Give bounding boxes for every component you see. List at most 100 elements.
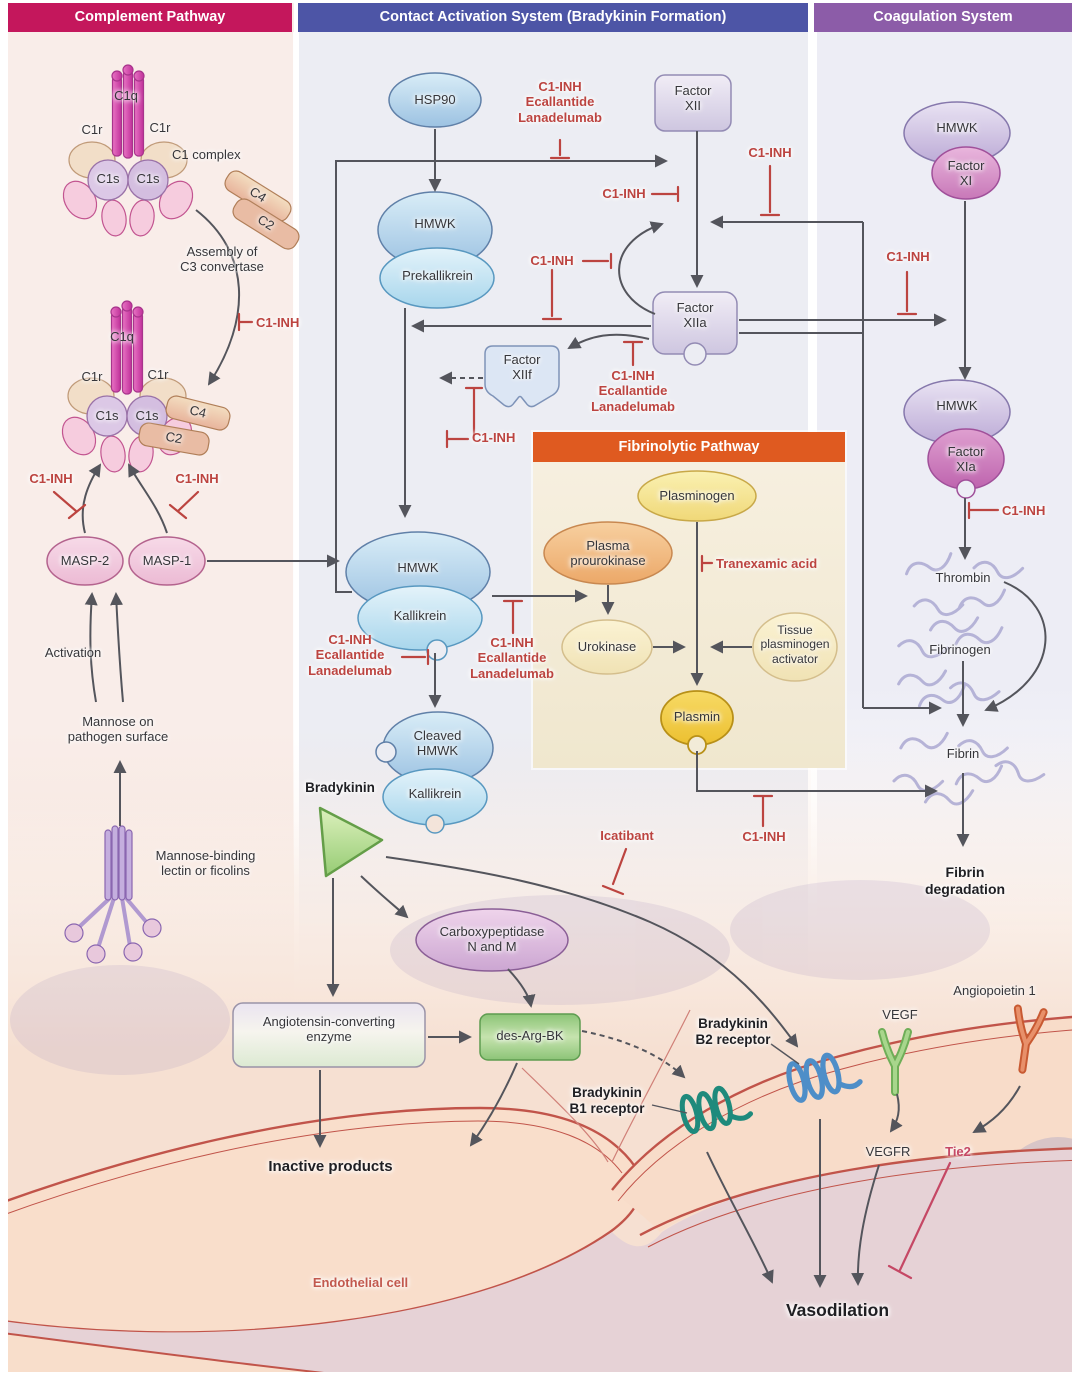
bradykinin-label: Bradykinin	[305, 780, 375, 795]
fibrin-degradation-label: Fibrin degradation	[924, 864, 1006, 897]
c1s-label: C1s	[95, 408, 119, 423]
c1q-label: C1q	[110, 329, 134, 344]
c4-c2-bars	[224, 170, 300, 250]
endothelial-cell-label: Endothelial cell	[312, 1275, 409, 1290]
hmwk-label: HMWK	[397, 560, 439, 575]
inhibitor-lines	[52, 138, 1000, 1280]
prekallikrein-node	[379, 247, 495, 309]
c1r-label: C1r	[81, 122, 103, 137]
c1inh-label: C1-INH	[742, 829, 786, 844]
hsp90-label: HSP90	[414, 92, 456, 107]
c4-c2-attached	[138, 395, 231, 456]
c1s-label: C1s	[96, 171, 120, 186]
vegf-label: VEGF	[882, 1007, 918, 1022]
factor-xi-node	[931, 146, 1001, 200]
plasminogen-label: Plasminogen	[659, 488, 735, 503]
thrombin-label: Thrombin	[935, 570, 991, 585]
factor-xiif-node	[484, 345, 560, 408]
column-separator	[293, 32, 299, 882]
hsp90-node	[388, 72, 482, 128]
tie2-label: Tie2	[945, 1144, 971, 1159]
c1inh-label: C1-INH	[256, 315, 300, 330]
bradykinin-node	[318, 806, 384, 878]
des-arg-bk-label: des-Arg-BK	[496, 1028, 564, 1043]
icatibant-label: Icatibant	[600, 828, 654, 843]
prourokinase-label: Plasma prourokinase	[570, 538, 646, 569]
c1r-label: C1r	[81, 369, 103, 384]
drug-stack-label: C1-INH Ecallantide Lanadelumab	[518, 79, 602, 125]
carboxypeptidase-label: Carboxypeptidase N and M	[439, 924, 545, 955]
header-contact-activation: Contact Activation System (Bradykinin Fo…	[298, 3, 808, 32]
header-complement-pathway: Complement Pathway	[8, 3, 292, 32]
prourokinase-node	[543, 521, 673, 585]
tpa-label: Tissue plasminogen activator	[760, 623, 830, 666]
b1-receptor-label: Bradykinin B1 receptor	[569, 1085, 645, 1116]
prekallikrein-label: Prekallikrein	[402, 268, 473, 283]
tpa-node	[752, 612, 838, 682]
c1inh-label: C1-INH	[748, 145, 792, 160]
c1r-label: C1r	[147, 367, 169, 382]
factor-xiif-label: Factor XIIf	[503, 352, 541, 383]
c1inh-label: C1-INH	[472, 430, 516, 445]
tranexamic-label: Tranexamic acid	[716, 556, 818, 571]
factor-xiia-label: Factor XIIa	[676, 300, 714, 331]
pathway-arrows	[81, 129, 1047, 1288]
fibrinogen-label: Fibrinogen	[929, 642, 991, 657]
plasminogen-node	[637, 470, 757, 522]
factor-xia-node	[927, 428, 1005, 499]
vasodilation-label: Vasodilation	[785, 1300, 890, 1320]
vegfr-label: VEGFR	[865, 1144, 911, 1159]
c1inh-label: C1-INH	[602, 186, 646, 201]
c1-complex-label: C1 complex	[172, 147, 241, 162]
masp1-node	[128, 536, 206, 586]
masp2-node	[46, 536, 124, 586]
c1s-label: C1s	[136, 171, 160, 186]
b2-receptor-label: Bradykinin B2 receptor	[695, 1016, 771, 1047]
plasmin-node	[660, 690, 734, 755]
activation-label: Activation	[44, 645, 102, 660]
plasmin-label: Plasmin	[673, 709, 721, 724]
ace-label: Angiotensin-converting enzyme	[262, 1014, 396, 1045]
drug-stack-label: C1-INH Ecallantide Lanadelumab	[470, 635, 554, 681]
factor-xi-label: Factor XI	[947, 158, 985, 189]
angiopoietin1-label: Angiopoietin 1	[953, 983, 1036, 998]
molecule-shapes	[46, 64, 1011, 1068]
inactive-products-label: Inactive products	[268, 1158, 393, 1175]
masp2-label: MASP-2	[60, 553, 110, 568]
header-coagulation: Coagulation System	[814, 3, 1072, 32]
fibrinolytic-pathway-title: Fibrinolytic Pathway	[533, 432, 845, 462]
drug-stack-label: C1-INH Ecallantide Lanadelumab	[308, 632, 392, 678]
c1inh-label: C1-INH	[530, 253, 574, 268]
hmwk-label: HMWK	[414, 216, 456, 231]
hmwk-label: HMWK	[936, 120, 978, 135]
ace-node	[232, 1002, 426, 1068]
kallikrein-label: Kallikrein	[408, 786, 462, 801]
c1inh-label: C1-INH	[29, 471, 73, 486]
masp1-label: MASP-1	[142, 553, 192, 568]
drug-stack-label: C1-INH Ecallantide Lanadelumab	[591, 368, 675, 414]
fibrin-label: Fibrin	[946, 746, 980, 761]
hmwk-label: HMWK	[936, 398, 978, 413]
c1q-label: C1q	[114, 88, 138, 103]
subendothelial-region	[0, 1148, 1080, 1380]
kallikrein-label: Kallikrein	[393, 608, 447, 623]
mannose-label: Mannose on pathogen surface	[67, 714, 169, 745]
lectin-label: Mannose-binding lectin or ficolins	[155, 848, 256, 879]
c1r-label: C1r	[149, 120, 171, 135]
factor-xia-label: Factor XIa	[947, 444, 985, 475]
c1inh-label: C1-INH	[886, 249, 930, 264]
assembly-label: Assembly of C3 convertase	[180, 244, 264, 275]
endothelial-cells	[0, 880, 1080, 1380]
cleaved-hmwk-node	[375, 711, 494, 834]
lectin-graphic	[64, 825, 162, 964]
c1inh-label: C1-INH	[1002, 503, 1046, 518]
endothelial-cell-right	[612, 1016, 1080, 1232]
c1inh-label: C1-INH	[175, 471, 219, 486]
factor-xii-label: Factor XII	[674, 83, 712, 114]
carboxypeptidase-node	[415, 908, 569, 972]
urokinase-node	[561, 619, 653, 675]
cleaved-hmwk-label: Cleaved HMWK	[413, 728, 462, 759]
urokinase-label: Urokinase	[577, 639, 637, 654]
